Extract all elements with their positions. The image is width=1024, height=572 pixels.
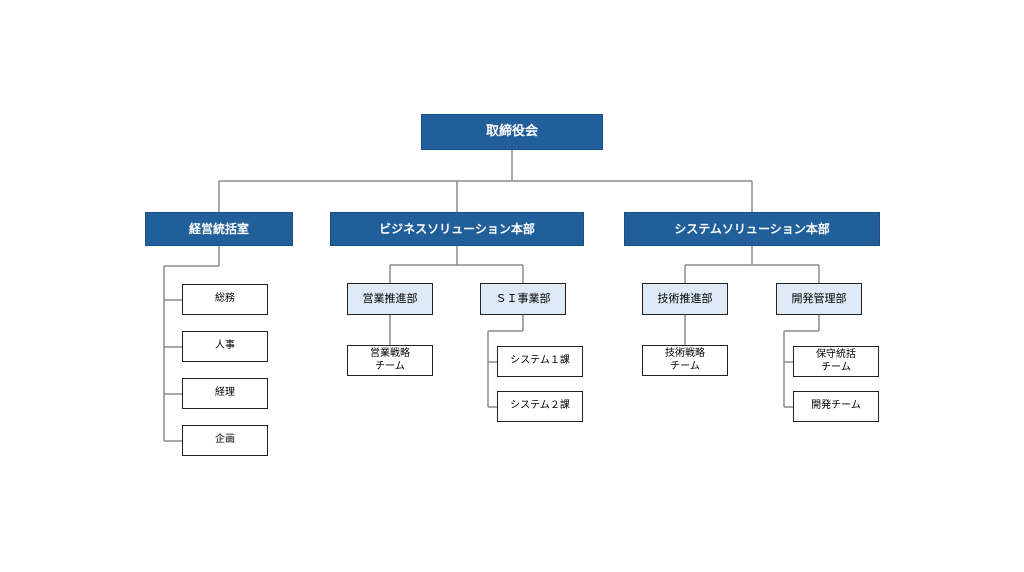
sales-promotion-dept-box: 営業推進部	[347, 283, 433, 315]
tech-strategy-team-box: 技術戦略 チーム	[642, 345, 728, 376]
maintenance-team-box: 保守統括 チーム	[793, 346, 879, 377]
board-of-directors-box: 取締役会	[421, 114, 603, 150]
development-management-dept-box: 開発管理部	[776, 283, 862, 315]
development-team-box: 開発チーム	[793, 391, 879, 422]
system-solution-division-box: システムソリューション本部	[624, 212, 880, 246]
planning-box: 企画	[182, 425, 268, 456]
system-section-2-box: システム２課	[497, 391, 583, 422]
accounting-box: 経理	[182, 378, 268, 409]
system-section-1-box: システム１課	[497, 346, 583, 377]
human-resources-box: 人事	[182, 331, 268, 362]
tech-promotion-dept-box: 技術推進部	[642, 283, 728, 315]
business-solution-division-box: ビジネスソリューション本部	[330, 212, 584, 246]
sales-strategy-team-box: 営業戦略 チーム	[347, 345, 433, 376]
management-office-box: 経営統括室	[145, 212, 293, 246]
si-business-dept-box: ＳＩ事業部	[480, 283, 566, 315]
general-affairs-box: 総務	[182, 284, 268, 315]
